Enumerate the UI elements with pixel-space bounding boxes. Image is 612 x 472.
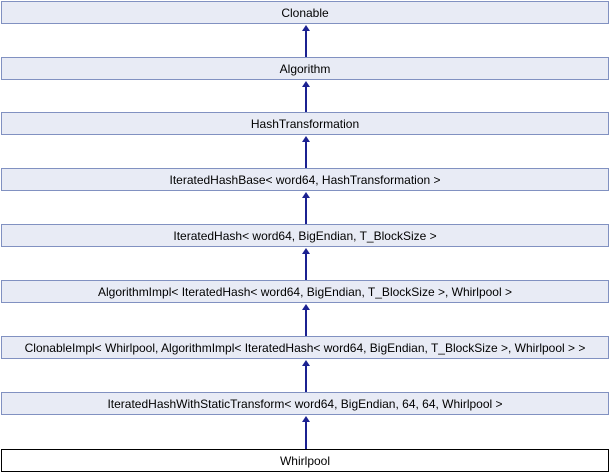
arrow-line (305, 366, 307, 392)
class-node-clonable[interactable]: Clonable (1, 1, 609, 24)
class-node-label: AlgorithmImpl< IteratedHash< word64, Big… (98, 284, 512, 299)
inheritance-arrow (301, 25, 311, 57)
inheritance-arrow (301, 360, 311, 392)
class-node-algorithm[interactable]: Algorithm (1, 57, 609, 80)
inheritance-arrow (301, 416, 311, 449)
arrow-up-icon (302, 360, 310, 366)
class-node-label: Clonable (281, 5, 329, 20)
class-node-whirlpool-current: Whirlpool (1, 449, 609, 472)
arrow-up-icon (302, 136, 310, 142)
arrow-line (305, 198, 307, 224)
class-node-iteratedhash[interactable]: IteratedHash< word64, BigEndian, T_Block… (1, 224, 609, 247)
class-node-clonableimpl[interactable]: ClonableImpl< Whirlpool, AlgorithmImpl< … (1, 336, 609, 359)
class-node-iteratedhashwithstatictransform[interactable]: IteratedHashWithStaticTransform< word64,… (1, 392, 609, 415)
arrow-line (305, 31, 307, 57)
inheritance-arrow (301, 304, 311, 336)
class-node-algorithmimpl[interactable]: AlgorithmImpl< IteratedHash< word64, Big… (1, 280, 609, 303)
inheritance-arrow (301, 248, 311, 280)
class-node-hashtransformation[interactable]: HashTransformation (1, 112, 609, 135)
class-node-label: Algorithm (279, 61, 331, 76)
class-node-label: ClonableImpl< Whirlpool, AlgorithmImpl< … (24, 340, 586, 355)
arrow-line (305, 142, 307, 168)
arrow-up-icon (302, 25, 310, 31)
arrow-up-icon (302, 192, 310, 198)
class-node-label: IteratedHash< word64, BigEndian, T_Block… (173, 228, 437, 243)
arrow-up-icon (302, 248, 310, 254)
arrow-line (305, 310, 307, 336)
inheritance-arrow (301, 192, 311, 224)
arrow-up-icon (302, 416, 310, 422)
class-node-label: IteratedHashBase< word64, HashTransforma… (169, 172, 441, 187)
arrow-up-icon (302, 304, 310, 310)
class-node-label: IteratedHashWithStaticTransform< word64,… (107, 396, 503, 411)
arrow-line (305, 87, 307, 112)
inheritance-arrow (301, 136, 311, 168)
class-node-label: Whirlpool (279, 453, 330, 468)
inheritance-arrow (301, 81, 311, 112)
arrow-up-icon (302, 81, 310, 87)
class-node-iteratedhashbase[interactable]: IteratedHashBase< word64, HashTransforma… (1, 168, 609, 191)
class-node-label: HashTransformation (250, 116, 360, 131)
arrow-line (305, 422, 307, 449)
arrow-line (305, 254, 307, 280)
